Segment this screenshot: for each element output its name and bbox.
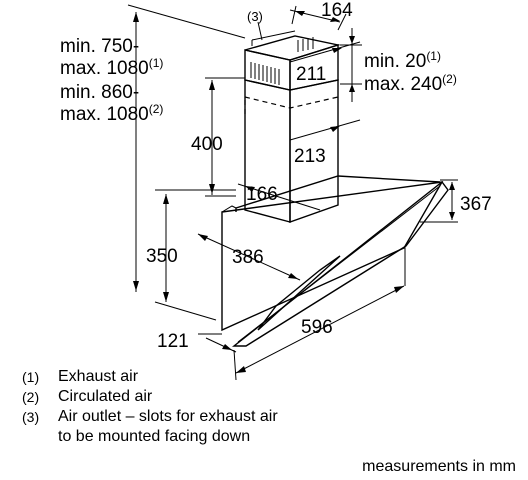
label-596: 596 (301, 317, 333, 338)
dim-overall-height (127, 4, 246, 292)
svg-text:min. 860-: min. 860- (60, 82, 139, 103)
dim-213 (289, 119, 361, 141)
label-166: 166 (246, 184, 278, 205)
label-367: 367 (460, 194, 492, 215)
label-386: 386 (232, 247, 264, 268)
dim-166 (237, 183, 321, 211)
dim-596 (233, 285, 405, 381)
svg-text:min. 750-: min. 750- (60, 36, 139, 57)
dim-121 (198, 333, 237, 353)
label-400: 400 (191, 134, 223, 155)
label-211: 211 (296, 64, 326, 85)
measurement-unit-note: measurements in mm (362, 458, 516, 475)
chimney-lower (244, 79, 339, 223)
svg-text:max. 240(2): max. 240(2) (364, 72, 457, 95)
legend: (1) Exhaust air (2) Circulated air (3) A… (22, 367, 442, 447)
chimney-upper (244, 30, 341, 91)
dim-350 (154, 189, 236, 321)
label-164: 164 (321, 0, 353, 21)
dim-386 (197, 233, 406, 286)
label-121: 121 (157, 331, 189, 352)
height-range-left: min. 750- max. 1080(1) min. 860- max. 10… (60, 36, 163, 125)
air-outlet-slots (250, 37, 314, 85)
legend-item-circulated: (2) Circulated air (22, 388, 153, 405)
label-213: 213 (294, 146, 326, 167)
svg-text:max. 1080(1): max. 1080(1) (60, 56, 163, 79)
dim-164 (289, 5, 347, 31)
height-range-right: min. 20(1) max. 240(2) (364, 49, 457, 95)
dim-400 (205, 77, 245, 197)
svg-text:max. 1080(2): max. 1080(2) (60, 102, 163, 125)
dim-min20 (340, 28, 362, 102)
callout-3: (3) (247, 9, 263, 24)
svg-text:min. 20(1): min. 20(1) (364, 49, 441, 72)
legend-item-air-outlet: (3) Air outlet – slots for exhaust air (22, 408, 278, 425)
legend-item-exhaust: (1) Exhaust air (22, 368, 139, 385)
dim-367 (420, 179, 458, 223)
glass-panel (231, 181, 449, 347)
label-350: 350 (146, 246, 178, 267)
legend-item-air-outlet-cont: to be mounted facing down (58, 428, 251, 445)
